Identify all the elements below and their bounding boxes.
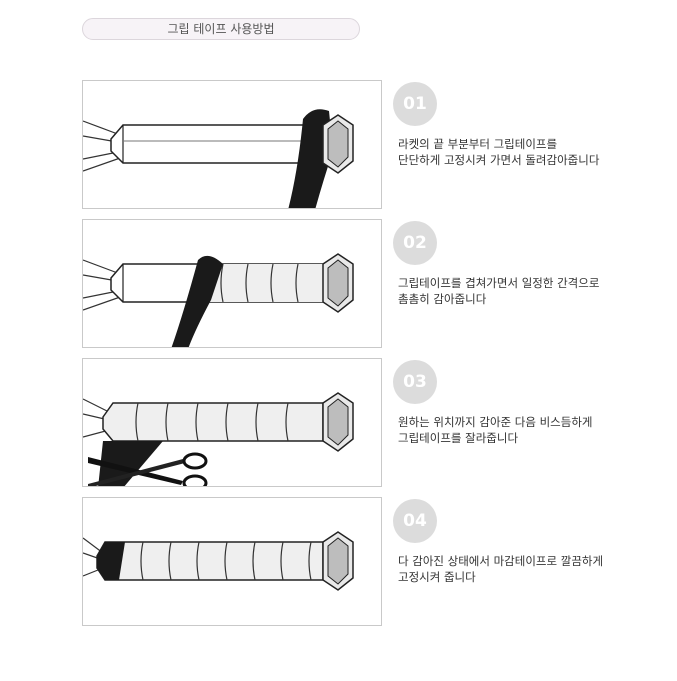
step-4-line-2: 고정시켜 줍니다 bbox=[398, 570, 476, 584]
step-2-description: 그립테이프를 겹쳐가면서 일정한 간격으로 촘촘히 감아줍니다 bbox=[398, 275, 668, 307]
step-1-illustration bbox=[82, 80, 382, 209]
step-2-line-1: 그립테이프를 겹쳐가면서 일정한 간격으로 bbox=[398, 276, 600, 290]
step-1-description: 라켓의 끝 부분부터 그립테이프를 단단하게 고정시켜 가면서 돌려감아줍니다 bbox=[398, 136, 668, 168]
step-3-line-1: 원하는 위치까지 감아준 다음 비스듬하게 bbox=[398, 415, 593, 429]
step-2-number-badge: 02 bbox=[393, 221, 437, 265]
step-3-illustration bbox=[82, 358, 382, 487]
step-4-number-badge: 04 bbox=[393, 499, 437, 543]
step-3-description: 원하는 위치까지 감아준 다음 비스듬하게 그립테이프를 잘라줍니다 bbox=[398, 414, 668, 446]
step-4-line-1: 다 감아진 상태에서 마감테이프로 깔끔하게 bbox=[398, 554, 604, 568]
step-3-number-badge: 03 bbox=[393, 360, 437, 404]
step-2-illustration bbox=[82, 219, 382, 348]
scissors-icon bbox=[88, 452, 208, 486]
step-3-line-2: 그립테이프를 잘라줍니다 bbox=[398, 431, 519, 445]
page-title: 그립 테이프 사용방법 bbox=[82, 18, 360, 40]
step-1-number-badge: 01 bbox=[393, 82, 437, 126]
step-4-illustration bbox=[82, 497, 382, 626]
step-2-line-2: 촘촘히 감아줍니다 bbox=[398, 292, 487, 306]
step-4-description: 다 감아진 상태에서 마감테이프로 깔끔하게 고정시켜 줍니다 bbox=[398, 553, 668, 585]
step-1-line-1: 라켓의 끝 부분부터 그립테이프를 bbox=[398, 137, 558, 151]
step-1-line-2: 단단하게 고정시켜 가면서 돌려감아줍니다 bbox=[398, 153, 600, 167]
